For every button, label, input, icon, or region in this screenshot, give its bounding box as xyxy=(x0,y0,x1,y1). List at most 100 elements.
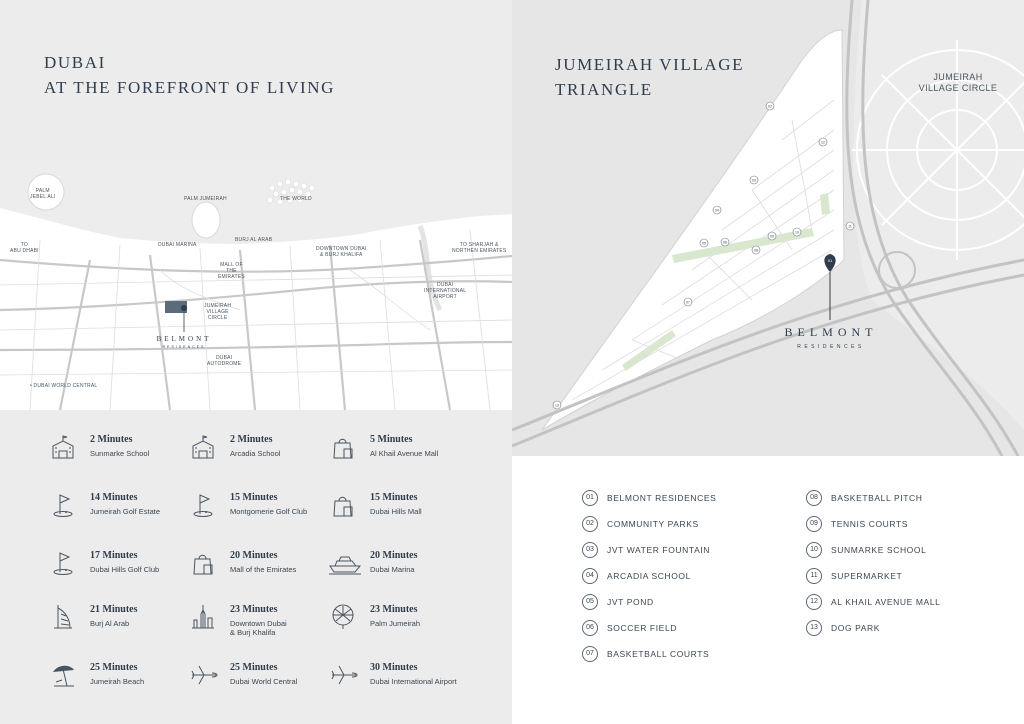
amenity-minutes: 21 Minutes xyxy=(90,604,138,615)
shopping-bag-icon xyxy=(190,550,216,576)
legend-number: 06 xyxy=(582,620,598,636)
amenity-place: Mall of the Emirates xyxy=(230,565,297,574)
label-dubai-world-central: • DUBAI WORLD CENTRAL xyxy=(30,383,98,389)
school-icon xyxy=(50,434,76,460)
legend-label: JVT POND xyxy=(607,597,654,607)
map-number-text: 06 xyxy=(723,240,727,244)
shopping-bag-icon xyxy=(330,434,356,460)
golf-flag-icon xyxy=(50,492,76,518)
map-number-marker: 06 xyxy=(720,237,730,247)
dubai-panel: DUBAI AT THE FOREFRONT OF LIVING xyxy=(0,0,513,724)
legend-label: DOG PARK xyxy=(831,623,881,633)
amenity-place: Al Khail Avenue Mall xyxy=(370,449,439,458)
map-number-text: 05 xyxy=(702,241,706,245)
legend-number: 13 xyxy=(806,620,822,636)
legend-number: 12 xyxy=(806,594,822,610)
burj-al-arab-icon xyxy=(50,604,76,630)
brand-name-small: BELMONT xyxy=(156,335,212,343)
label-autodrome: DUBAI AUTODROME xyxy=(207,355,242,367)
legend-label: JVT WATER FOUNTAIN xyxy=(607,545,711,555)
legend-label: BASKETBALL PITCH xyxy=(831,493,923,503)
legend-label: BELMONT RESIDENCES xyxy=(607,493,717,503)
map-number-marker: 08 xyxy=(751,245,761,255)
amenity-minutes: 15 Minutes xyxy=(230,492,278,503)
legend-number: 10 xyxy=(806,542,822,558)
label-downtown: DOWNTOWN DUBAI & BURJ KHALIFA xyxy=(316,246,367,258)
amenity-place: Burj Al Arab xyxy=(90,619,130,628)
map-number-marker: 10 xyxy=(792,227,802,237)
map-number-text: 03 xyxy=(752,178,756,182)
amenity-place: Dubai International Airport xyxy=(370,677,457,686)
label-jvc: JUMEIRAH VILLAGE CIRCLE xyxy=(204,303,232,321)
amenity-place: Sunmarke School xyxy=(90,449,150,458)
legend-number: 11 xyxy=(806,568,822,584)
belmont-logo: BELMONT RESIDENCES xyxy=(778,325,884,350)
jvt-title-line-2: TRIANGLE xyxy=(555,80,653,99)
dubai-map-graphic xyxy=(0,160,513,411)
palm-island-icon xyxy=(330,604,356,630)
amenity-place: Downtown Dubai & Burj Khalifa xyxy=(230,619,287,637)
legend-label: AL KHAIL AVENUE MALL xyxy=(831,597,941,607)
legend-label: BASKETBALL COURTS xyxy=(607,649,710,659)
amenity-minutes: 25 Minutes xyxy=(230,662,278,673)
map-number-marker: 11 xyxy=(845,221,855,231)
map-number-marker: 03 xyxy=(749,175,759,185)
amenity-minutes: 23 Minutes xyxy=(370,604,418,615)
dubai-map: PALM JEBEL ALI PALM JUMEIRAH THE WORLD T… xyxy=(0,160,513,411)
map-number-text: 11 xyxy=(848,224,852,228)
label-palm-jumeirah: PALM JUMEIRAH xyxy=(184,196,227,202)
label-dxb-airport: DUBAI INTERNATIONAL AIRPORT xyxy=(424,282,467,300)
amenity-minutes: 15 Minutes xyxy=(370,492,418,503)
map-number-marker: 05 xyxy=(699,238,709,248)
amenity-place: Montgomerie Golf Club xyxy=(230,507,308,516)
label-burj-al-arab: BURJ AL ARAB xyxy=(235,237,273,243)
label-dubai-marina: DUBAI MARINA xyxy=(158,242,197,248)
amenity-place: Dubai Hills Mall xyxy=(370,507,422,516)
map-number-text: 07 xyxy=(686,300,690,304)
map-number-marker: 02 xyxy=(765,101,775,111)
jvt-title-line-1: JUMEIRAH VILLAGE xyxy=(555,55,745,74)
map-number-text: 09 xyxy=(770,234,774,238)
jvt-title: JUMEIRAH VILLAGE TRIANGLE xyxy=(555,52,744,102)
brand-sub: RESIDENCES xyxy=(797,344,865,350)
label-palm-jebel-ali: PALM JEBEL ALI xyxy=(30,188,56,200)
amenity-place: Dubai Hills Golf Club xyxy=(90,565,160,574)
yacht-icon xyxy=(328,550,362,576)
dubai-title: DUBAI AT THE FOREFRONT OF LIVING xyxy=(44,50,335,100)
brand-name: BELMONT xyxy=(784,325,878,339)
airplane-icon xyxy=(330,662,358,688)
map-number-text: 10 xyxy=(795,230,799,234)
belmont-logo-small: BELMONT RESIDENCES xyxy=(148,335,220,349)
amenity-minutes: 20 Minutes xyxy=(370,550,418,561)
legend-number: 05 xyxy=(582,594,598,610)
label-to-sharjah: TO SHARJAH & NORTHEN EMIRATES xyxy=(452,242,507,254)
golf-flag-icon xyxy=(50,550,76,576)
amenity-minutes: 2 Minutes xyxy=(230,434,273,445)
label-mall-of-emirates: MALL OF THE EMIRATES xyxy=(218,262,245,280)
legend-label: ARCADIA SCHOOL xyxy=(607,571,691,581)
legend-label: SOCCER FIELD xyxy=(607,623,678,633)
legend-label: TENNIS COURTS xyxy=(831,519,909,529)
map-number-marker: 12 xyxy=(818,137,828,147)
legend-label: SUNMARKE SCHOOL xyxy=(831,545,927,555)
amenity-minutes: 2 Minutes xyxy=(90,434,133,445)
brand-sub-small: RESIDENCES xyxy=(162,345,206,349)
amenity-minutes: 23 Minutes xyxy=(230,604,278,615)
beach-umbrella-icon xyxy=(50,662,76,688)
legend-label: COMMUNITY PARKS xyxy=(607,519,699,529)
pin-number: 01 xyxy=(828,258,833,263)
